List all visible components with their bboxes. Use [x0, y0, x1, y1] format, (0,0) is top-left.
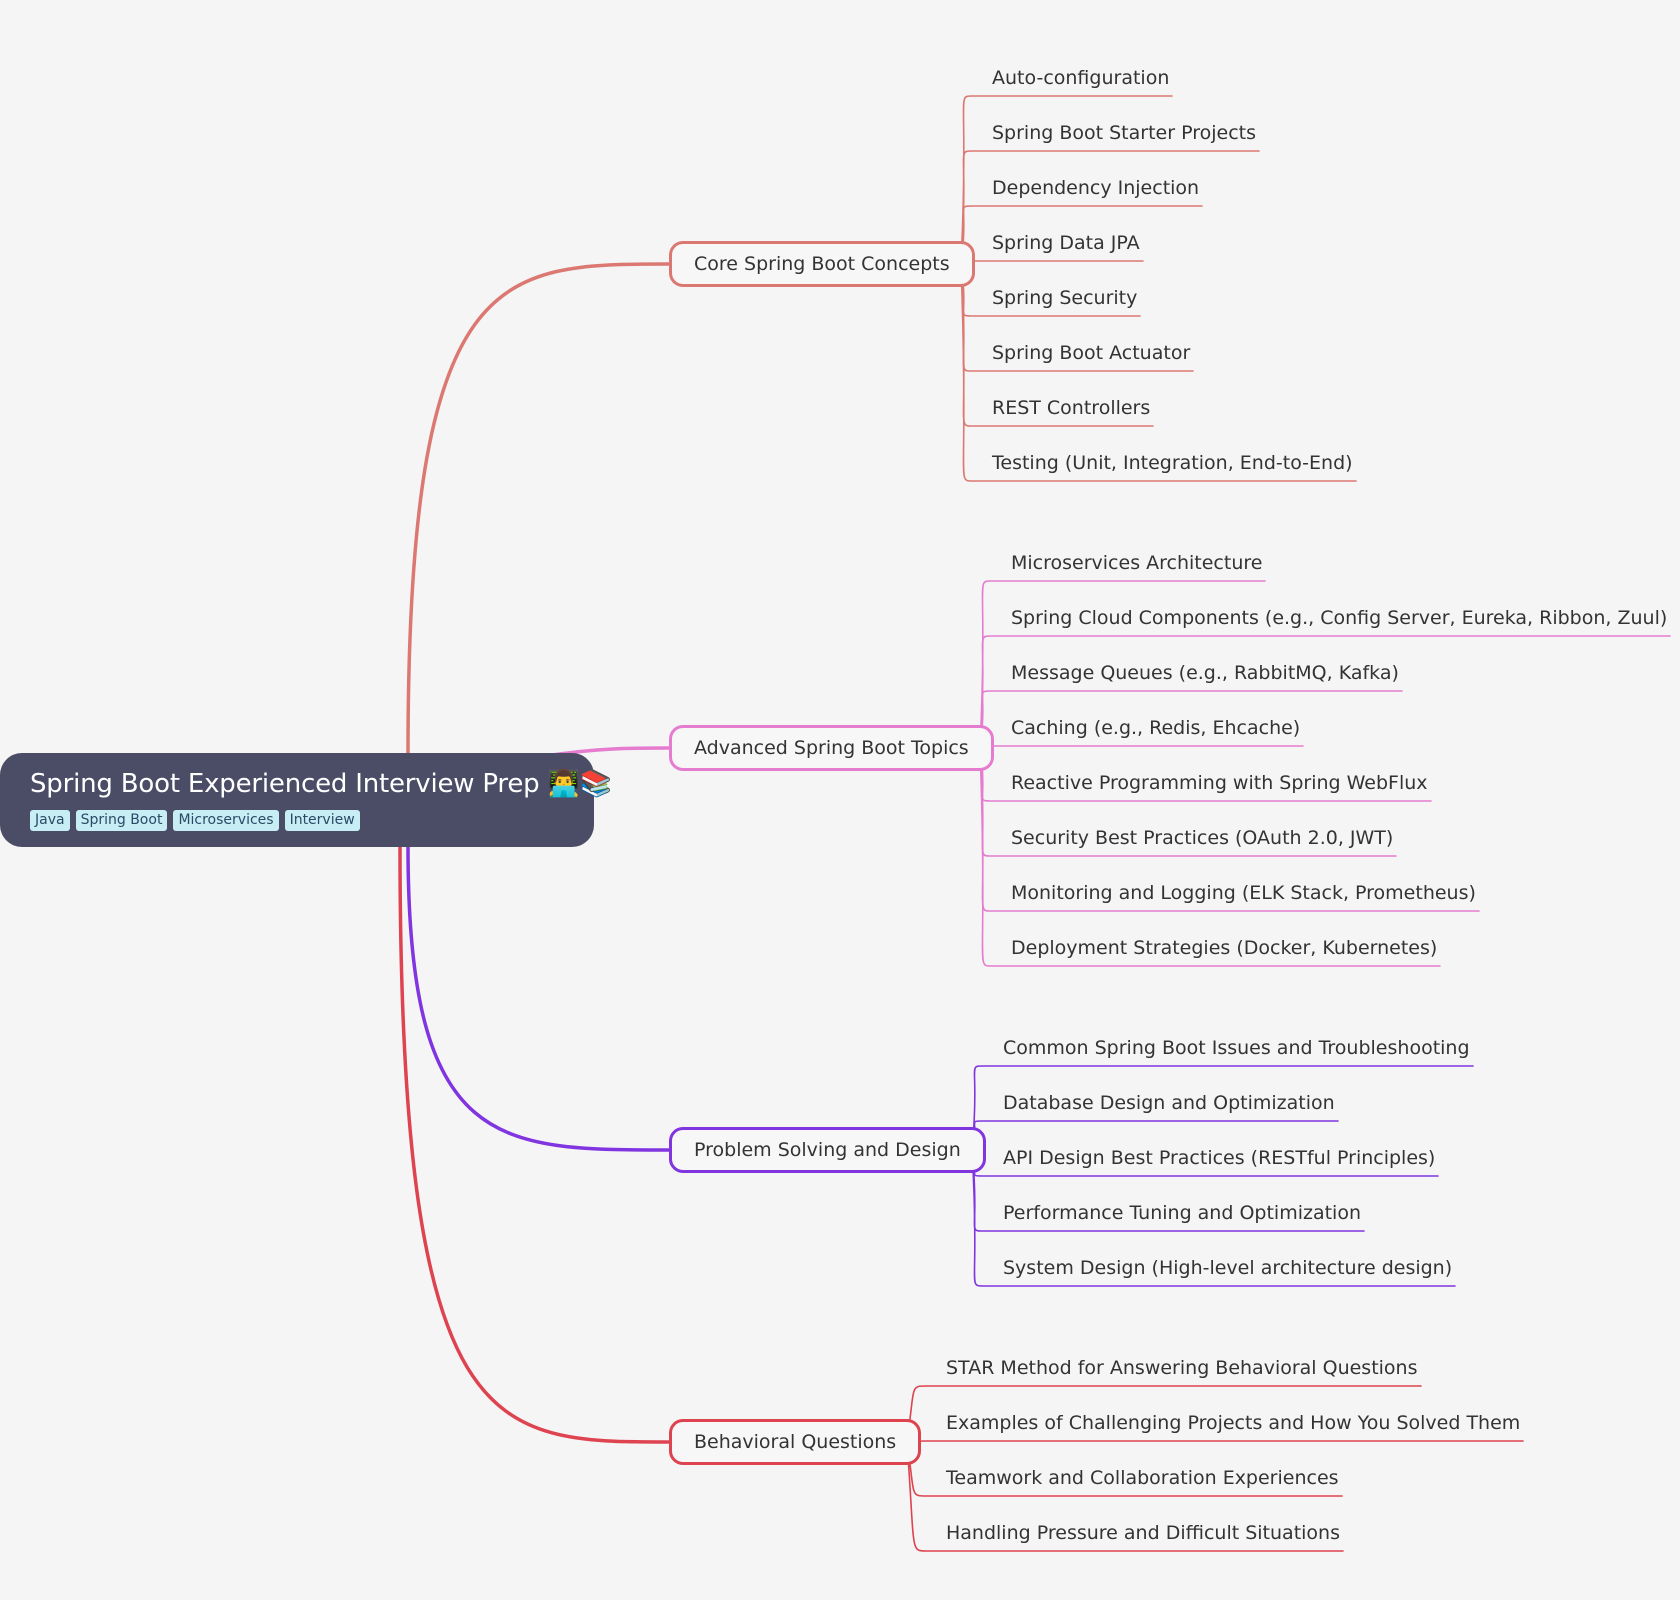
leaf-node[interactable]: Security Best Practices (OAuth 2.0, JWT) — [1011, 827, 1394, 849]
leaf-node[interactable]: Handling Pressure and Difficult Situatio… — [946, 1522, 1340, 1544]
leaf-node[interactable]: Spring Boot Actuator — [992, 342, 1191, 364]
leaf-node[interactable]: Spring Security — [992, 287, 1138, 309]
leaf-node[interactable]: Reactive Programming with Spring WebFlux — [1011, 772, 1428, 794]
tag-spring-boot[interactable]: Spring Boot — [75, 810, 168, 831]
tag-microservices[interactable]: Microservices — [173, 810, 279, 831]
leaf-node[interactable]: Monitoring and Logging (ELK Stack, Prome… — [1011, 882, 1476, 904]
leaf-node[interactable]: REST Controllers — [992, 397, 1151, 419]
leaf-connector — [906, 1441, 1344, 1552]
leaf-node[interactable]: Auto-configuration — [992, 67, 1170, 89]
leaf-node[interactable]: Teamwork and Collaboration Experiences — [946, 1467, 1339, 1489]
root-node[interactable]: Spring Boot Experienced Interview Prep 👨… — [0, 753, 612, 847]
leaf-node[interactable]: Spring Data JPA — [992, 232, 1140, 254]
leaf-connector — [971, 1149, 1456, 1287]
leaf-node[interactable]: API Design Best Practices (RESTful Princ… — [1003, 1147, 1436, 1169]
branch-connector — [398, 845, 671, 1444]
leaf-node[interactable]: System Design (High-level architecture d… — [1003, 1257, 1453, 1279]
leaf-node[interactable]: Testing (Unit, Integration, End-to-End) — [992, 452, 1353, 474]
branch-node-core-concepts[interactable]: Core Spring Boot Concepts — [669, 241, 975, 287]
root-title: Spring Boot Experienced Interview Prep 👨… — [30, 769, 612, 799]
leaf-node[interactable]: Caching (e.g., Redis, Ehcache) — [1011, 717, 1301, 739]
leaf-node[interactable]: STAR Method for Answering Behavioral Que… — [946, 1357, 1418, 1379]
leaf-node[interactable]: Deployment Strategies (Docker, Kubernete… — [1011, 937, 1438, 959]
branch-connector — [406, 262, 671, 755]
leaf-connector — [960, 263, 1357, 482]
branch-node-behavioral[interactable]: Behavioral Questions — [669, 1419, 922, 1465]
leaf-node[interactable]: Spring Cloud Components (e.g., Config Se… — [1011, 607, 1668, 629]
leaf-connector — [960, 260, 1144, 265]
leaf-connector — [979, 747, 1441, 967]
leaf-node[interactable]: Dependency Injection — [992, 177, 1200, 199]
root-tag-list: Java Spring Boot Microservices Interview — [30, 810, 564, 831]
leaf-node[interactable]: Spring Boot Starter Projects — [992, 122, 1256, 144]
leaf-node[interactable]: Message Queues (e.g., RabbitMQ, Kafka) — [1011, 662, 1399, 684]
tag-java[interactable]: Java — [30, 810, 70, 831]
branch-node-problem-solving[interactable]: Problem Solving and Design — [669, 1127, 986, 1173]
leaf-connector — [906, 1440, 1524, 1443]
leaf-node[interactable]: Performance Tuning and Optimization — [1003, 1202, 1361, 1224]
branch-node-advanced-topics[interactable]: Advanced Spring Boot Topics — [669, 725, 994, 771]
leaf-node[interactable]: Examples of Challenging Projects and How… — [946, 1412, 1521, 1434]
leaf-node[interactable]: Common Spring Boot Issues and Troublesho… — [1003, 1037, 1470, 1059]
tag-interview[interactable]: Interview — [284, 810, 360, 831]
leaf-node[interactable]: Database Design and Optimization — [1003, 1092, 1335, 1114]
leaf-connector — [979, 745, 1304, 749]
branch-connector — [406, 845, 671, 1152]
leaf-node[interactable]: Microservices Architecture — [1011, 552, 1263, 574]
